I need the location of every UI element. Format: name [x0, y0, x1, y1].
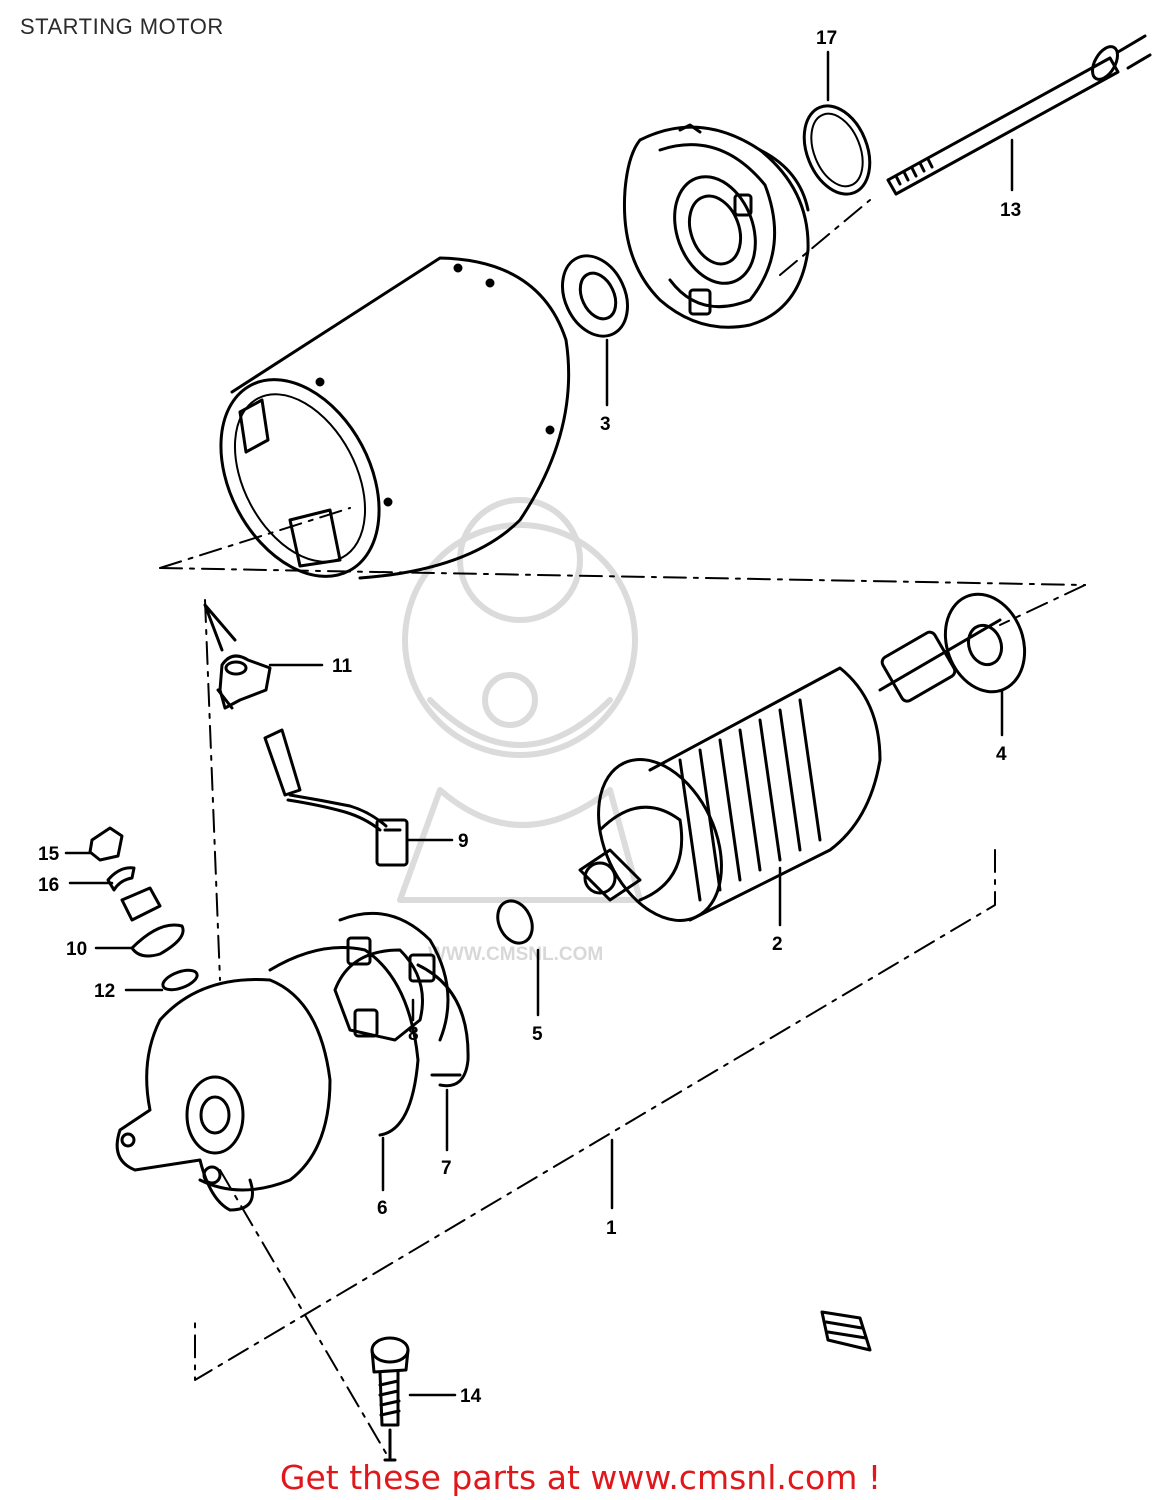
part-8-brush-holder — [333, 911, 450, 1042]
page-title: STARTING MOTOR — [20, 14, 224, 39]
yoke-housing — [219, 256, 571, 580]
assembly-guide-lines — [159, 199, 1086, 1381]
part-10-insulator — [120, 886, 185, 958]
rear-end-cover — [622, 123, 810, 329]
part-15-terminal-nut — [88, 826, 124, 862]
part-14-bolt — [219, 1169, 410, 1462]
callout-14: 14 — [460, 1386, 482, 1407]
part-2-armature — [578, 618, 1002, 922]
part-11-terminal-clip — [203, 603, 272, 710]
part-13-through-bolt — [886, 34, 1152, 196]
callout-8: 8 — [408, 1024, 419, 1045]
footer-shop-link[interactable]: Get these parts at www.cmsnl.com ! — [279, 1458, 882, 1497]
part-16-washer — [106, 866, 136, 892]
part-12-o-ring-small — [161, 968, 199, 992]
part-6-o-ring — [268, 946, 420, 1137]
callout-3: 3 — [600, 414, 611, 435]
callout-9: 9 — [458, 831, 469, 852]
watermark-text: WWW.CMSNL.COM — [428, 944, 603, 965]
callout-13: 13 — [1000, 200, 1021, 221]
part-3-washer — [561, 254, 629, 338]
callout-15: 15 — [38, 844, 60, 865]
part-9-brush-lead — [263, 728, 409, 867]
callout-1: 1 — [606, 1218, 617, 1239]
part-17-o-ring — [802, 104, 872, 196]
callout-2: 2 — [772, 934, 783, 955]
callout-7: 7 — [441, 1158, 452, 1179]
callout-5: 5 — [532, 1024, 543, 1045]
callout-labels: 17 13 3 11 4 9 15 16 10 12 2 8 5 7 6 1 1… — [38, 28, 1021, 1407]
callout-4: 4 — [996, 744, 1007, 765]
callout-16: 16 — [38, 875, 59, 896]
callout-10: 10 — [66, 939, 87, 960]
part-7-brush-plate — [416, 963, 470, 1088]
front-end-cover — [115, 978, 332, 1212]
callout-12: 12 — [94, 981, 115, 1002]
callout-6: 6 — [377, 1198, 388, 1219]
cmsnl-watermark: WWW.CMSNL.COM — [397, 497, 643, 965]
front-direction-mark — [820, 1310, 872, 1352]
part-4-washer — [943, 592, 1027, 694]
leader-lines — [64, 50, 1014, 1397]
callout-11: 11 — [332, 656, 353, 677]
callout-17: 17 — [816, 28, 837, 49]
part-5-washer — [496, 899, 534, 945]
